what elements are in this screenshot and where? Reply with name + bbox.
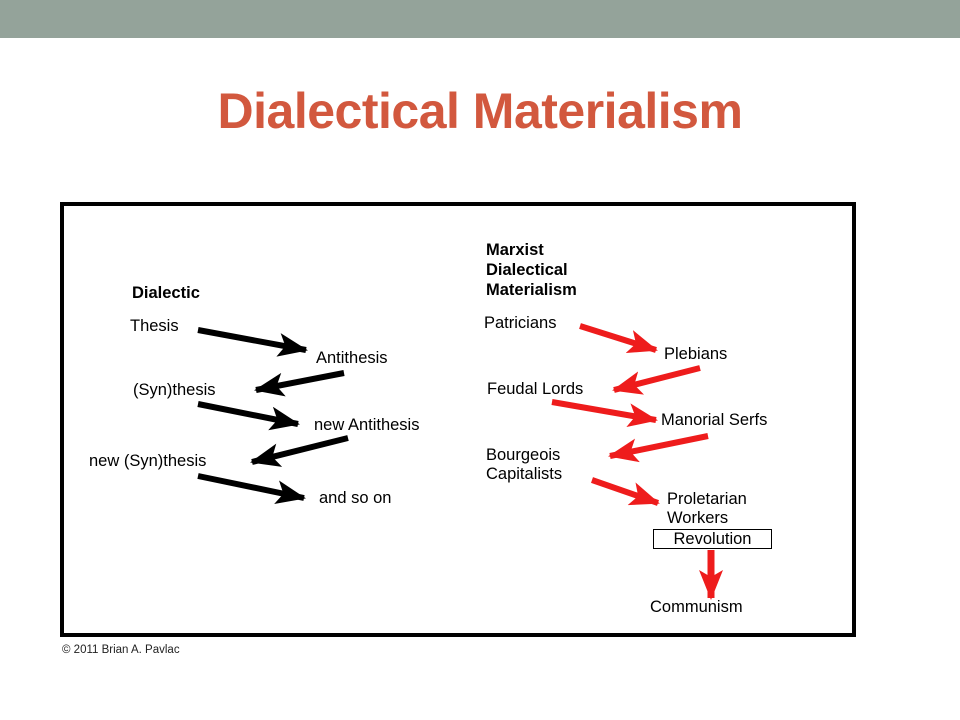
label-communism: Communism <box>650 598 743 616</box>
arrow-capitalists-to-proletarian <box>591 477 660 506</box>
arrow-antithesis-to-synthesis <box>254 370 345 397</box>
label-proletarian: Proletarian <box>667 490 747 508</box>
label-plebians: Plebians <box>664 345 728 363</box>
arrow-new-synthesis-to-and-so-on <box>197 473 306 505</box>
term-antithesis: Antithesis <box>316 349 388 367</box>
diagram-frame <box>60 202 856 637</box>
label-proletarian-workers: Proletarian Workers <box>667 490 747 528</box>
marxist-heading-line-1: Marxist <box>486 241 544 259</box>
top-color-band <box>0 0 960 38</box>
slide-title: Dialectical Materialism <box>217 83 743 139</box>
term-and-so-on: and so on <box>319 489 392 507</box>
label-bourgeois: Bourgeois <box>486 446 561 464</box>
label-capitalists: Capitalists <box>486 465 563 483</box>
label-revolution: Revolution <box>653 529 772 549</box>
term-new-synthesis: new (Syn)thesis <box>89 452 207 470</box>
arrow-new-antithesis-to-new-synthesis <box>250 435 349 467</box>
dialectic-heading: Dialectic <box>132 284 200 302</box>
label-patricians: Patricians <box>484 314 557 332</box>
marxist-heading-line-3: Materialism <box>486 281 577 299</box>
label-feudal-lords: Feudal Lords <box>487 380 584 398</box>
arrow-plebians-to-feudal-lords <box>612 365 701 395</box>
term-new-antithesis: new Antithesis <box>314 416 420 434</box>
marxist-heading: Marxist Dialectical Materialism <box>486 240 577 300</box>
copyright-notice: © 2011 Brian A. Pavlac <box>62 644 180 656</box>
label-manorial-serfs: Manorial Serfs <box>661 411 768 429</box>
arrow-manorial-serfs-to-bourgeois <box>608 433 709 463</box>
term-thesis: Thesis <box>130 317 179 335</box>
label-workers: Workers <box>667 509 729 527</box>
arrow-patricians-to-plebians <box>579 323 658 354</box>
label-bourgeois-capitalists: Bourgeois Capitalists <box>486 446 562 484</box>
arrow-thesis-to-antithesis <box>197 327 308 357</box>
arrow-synthesis-to-new-antithesis <box>197 401 300 431</box>
term-synthesis: (Syn)thesis <box>133 381 216 399</box>
arrow-feudal-lords-to-manorial-serfs <box>551 399 658 428</box>
marxist-heading-line-2: Dialectical <box>486 261 568 279</box>
